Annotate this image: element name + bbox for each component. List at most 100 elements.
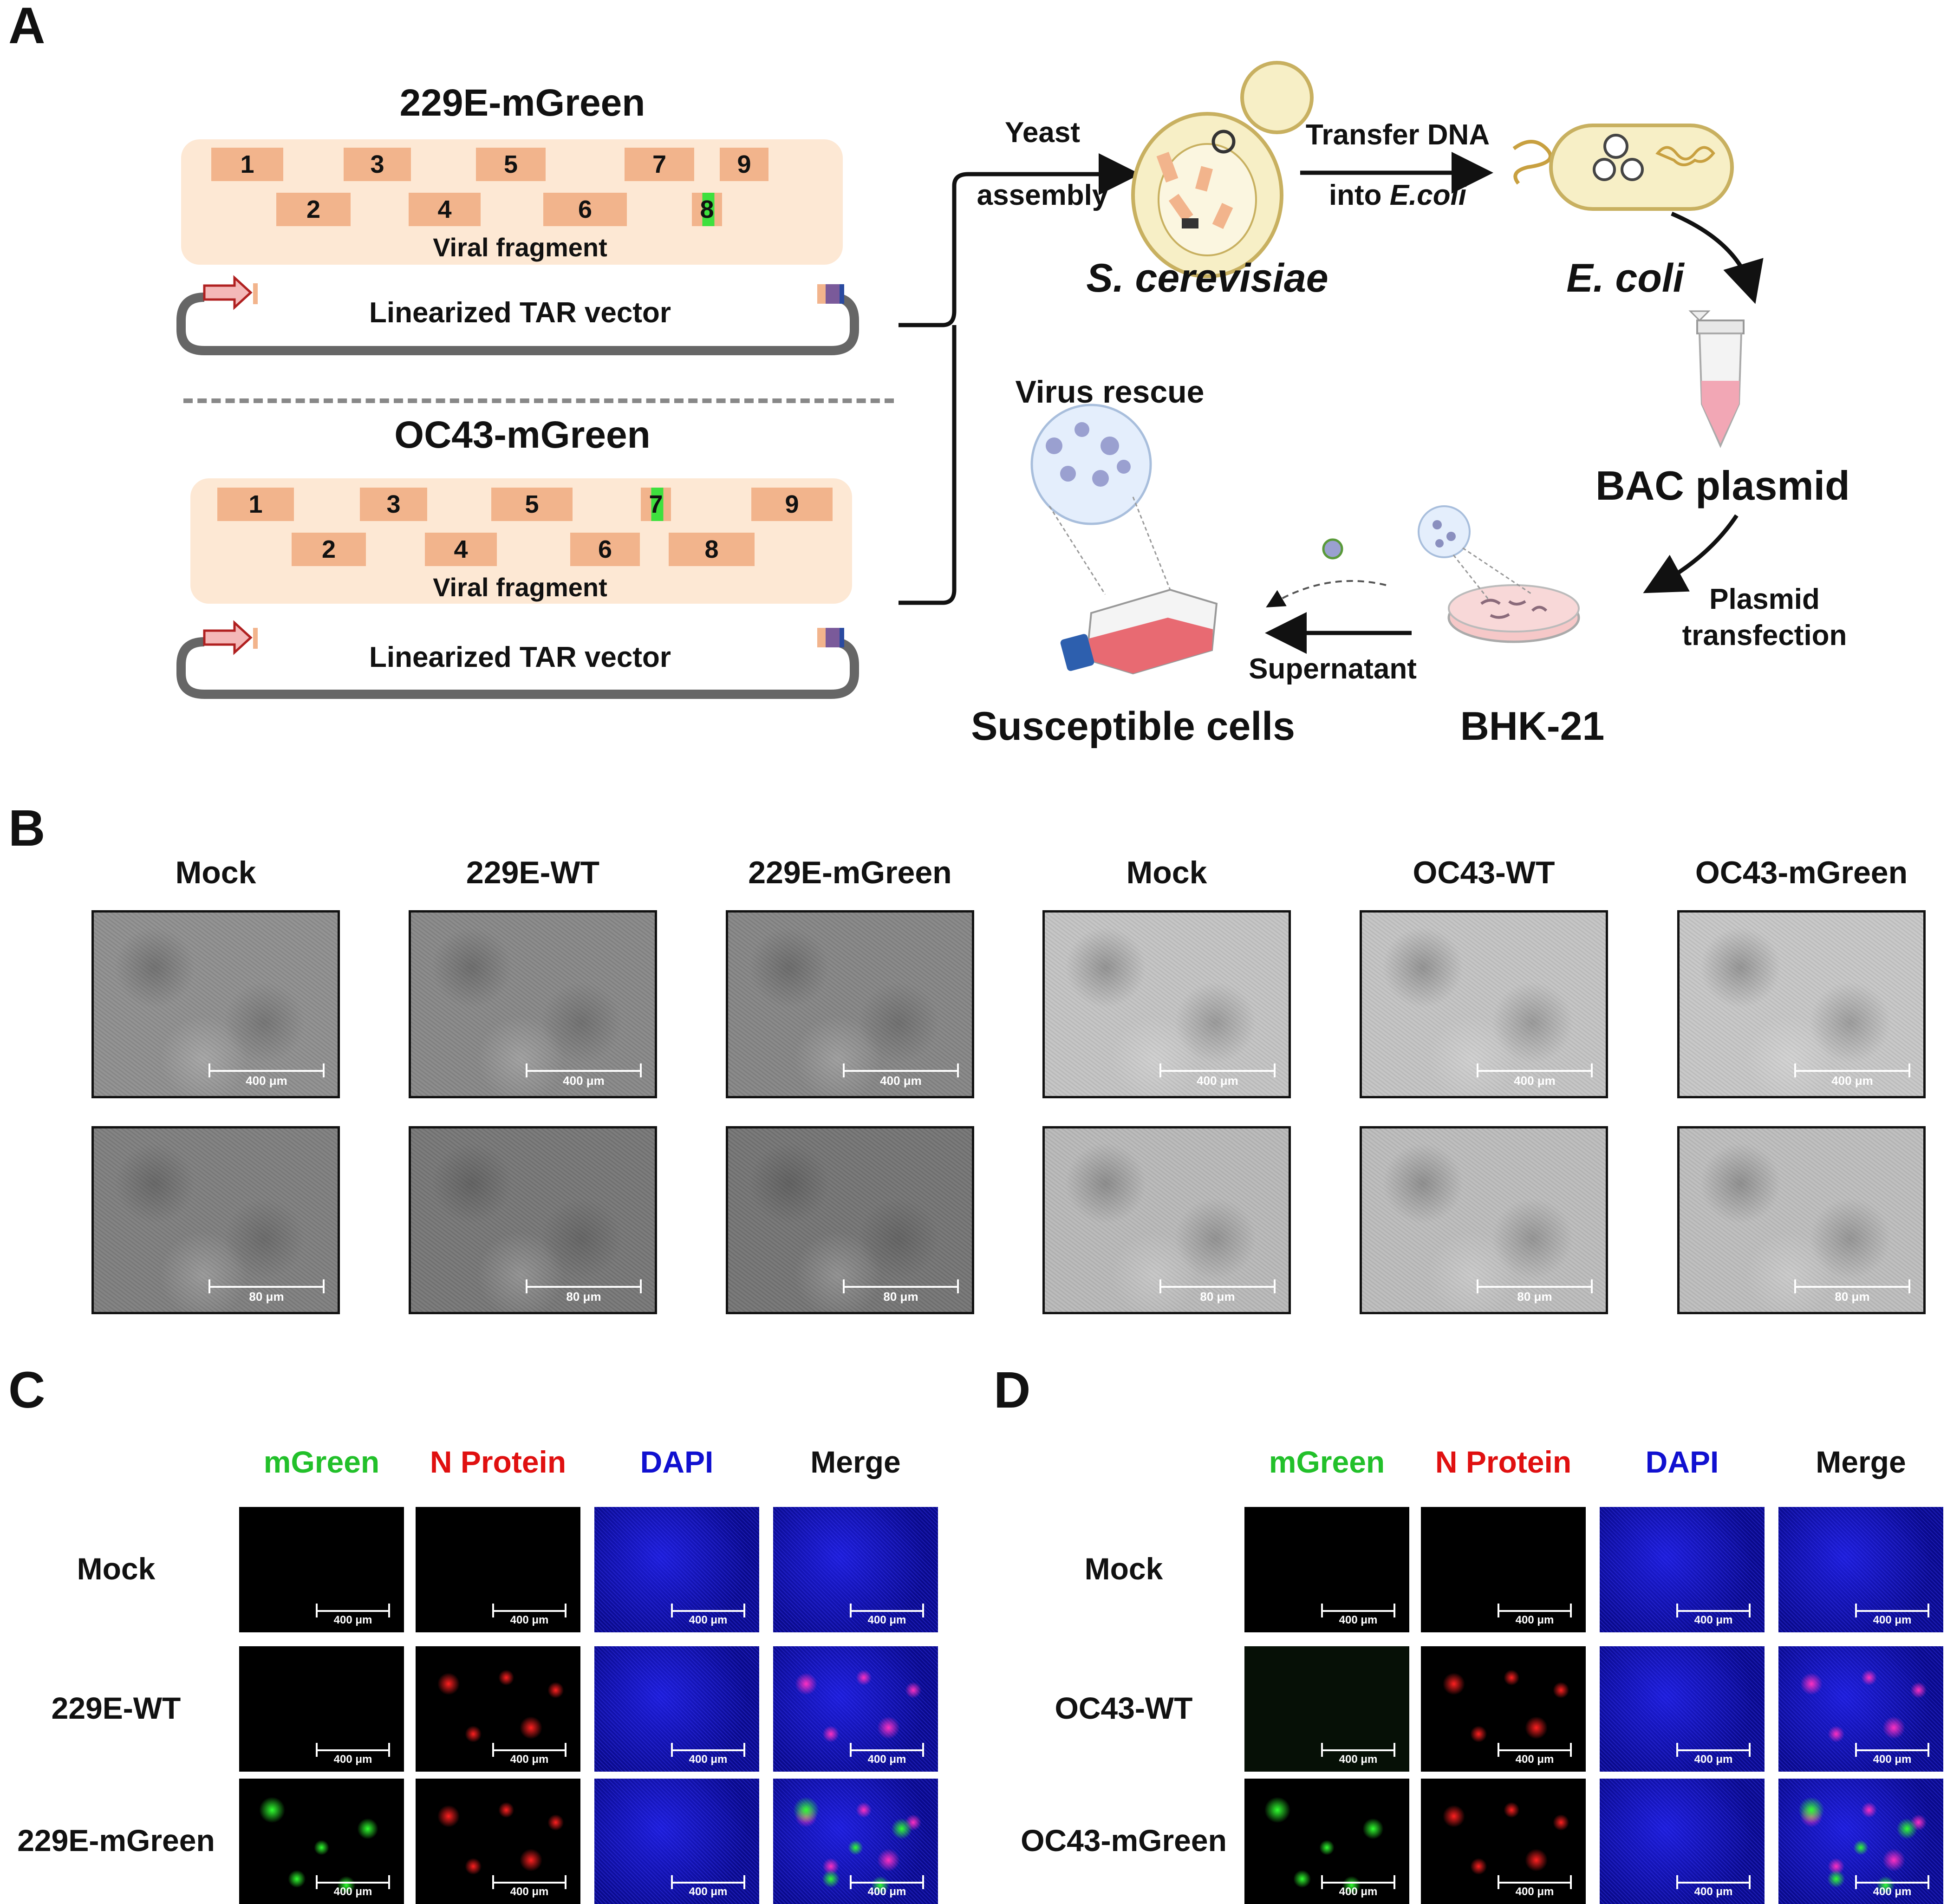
scale-bar: 400 μm [526, 1063, 642, 1088]
dapi-image: 400 μm [594, 1646, 759, 1772]
merge-image: 400 μm [1778, 1507, 1943, 1632]
construct1-vector-label: Linearized TAR vector [369, 297, 671, 329]
row-label: Mock [1084, 1552, 1163, 1586]
scale-bar: 80 μm [843, 1279, 959, 1304]
scale-bar-label: 400 μm [1694, 1614, 1733, 1626]
mgreen-image: 400 μm [239, 1646, 404, 1772]
scale-bar-label: 400 μm [333, 1885, 372, 1898]
channel-header: Merge [1816, 1445, 1906, 1479]
scale-bar: 400 μm [1855, 1743, 1929, 1766]
row-label: OC43-mGreen [1021, 1823, 1227, 1858]
scale-bar: 400 μm [671, 1875, 745, 1898]
scale-bar: 400 μm [316, 1875, 390, 1898]
scale-bar-label: 80 μm [883, 1290, 918, 1304]
n-protein-image: 400 μm [1421, 1507, 1586, 1632]
transfer-prefix: into [1328, 179, 1390, 211]
construct2-fragment-5: 5 [491, 488, 573, 521]
scale-bar: 400 μm [1321, 1604, 1395, 1626]
scale-bar: 400 μm [671, 1743, 745, 1766]
mgreen-image: 400 μm [1244, 1779, 1409, 1904]
plasmid-transfection-line2: transfection [1682, 619, 1847, 652]
scale-bar: 80 μm [208, 1279, 325, 1304]
brightfield-image-high-mag: 80 μm [91, 1126, 340, 1314]
scale-bar-label: 400 μm [880, 1074, 922, 1088]
construct2-fragment-8: 8 [669, 533, 755, 566]
construct1-fragment-label: Viral fragment [433, 233, 607, 262]
scale-bar-label: 400 μm [1831, 1074, 1873, 1088]
scale-bar-label: 400 μm [1694, 1753, 1733, 1766]
scale-bar: 400 μm [1676, 1743, 1751, 1766]
yeast-cell-icon [1131, 61, 1314, 278]
mgreen-image: 400 μm [1244, 1646, 1409, 1772]
construct2-vector-label: Linearized TAR vector [369, 641, 671, 673]
tar-vector-2-icon [176, 620, 859, 699]
construct2-fragment-2: 2 [292, 533, 366, 566]
scale-bar-label: 400 μm [867, 1753, 906, 1766]
dapi-image: 400 μm [594, 1507, 759, 1632]
construct2-fragment-1: 1 [217, 488, 294, 521]
scale-bar-label: 400 μm [1515, 1885, 1554, 1898]
dapi-image: 400 μm [594, 1779, 759, 1904]
yeast-name: S. cerevisiae [1086, 256, 1328, 300]
construct1-title: 229E-mGreen [399, 82, 645, 124]
construct2-fragment-9: 9 [751, 488, 833, 521]
plasmid-transfection-line1: Plasmid [1709, 583, 1820, 615]
yeast-assembly-line1: Yeast [1004, 117, 1081, 149]
n-protein-image: 400 μm [416, 1646, 580, 1772]
brightfield-image-low-mag: 400 μm [409, 910, 657, 1098]
panel-a-diagram [176, 61, 1764, 699]
scale-bar-label: 80 μm [1835, 1290, 1870, 1304]
brightfield-image-low-mag: 400 μm [1360, 910, 1608, 1098]
panel-label-d: D [994, 1362, 1031, 1419]
construct2-title: OC43-mGreen [394, 414, 651, 456]
dapi-image: 400 μm [1600, 1507, 1765, 1632]
brightfield-image-high-mag: 80 μm [1042, 1126, 1291, 1314]
scale-bar-label: 400 μm [1873, 1614, 1912, 1626]
brightfield-image-high-mag: 80 μm [726, 1126, 974, 1314]
scale-bar: 400 μm [1498, 1743, 1572, 1766]
construct1-fragment-6: 6 [543, 193, 627, 226]
brightfield-image-low-mag: 400 μm [1677, 910, 1926, 1098]
construct1-fragment-1: 1 [211, 148, 283, 181]
scale-bar: 80 μm [526, 1279, 642, 1304]
merge-image: 400 μm [1778, 1779, 1943, 1904]
row-label: 229E-mGreen [17, 1823, 215, 1858]
channel-header: DAPI [1645, 1445, 1719, 1479]
panel-label-c: C [8, 1362, 46, 1419]
ecoli-icon [1512, 124, 1734, 211]
transfer-dna-line2: into E.coli [1291, 179, 1504, 212]
scale-bar: 400 μm [843, 1063, 959, 1088]
scale-bar: 400 μm [492, 1743, 567, 1766]
dapi-image: 400 μm [1600, 1779, 1765, 1904]
n-protein-image: 400 μm [416, 1779, 580, 1904]
panel-label-b: B [8, 800, 46, 857]
scale-bar: 400 μm [492, 1875, 567, 1898]
channel-header: DAPI [640, 1445, 714, 1479]
scale-bar-label: 400 μm [1873, 1753, 1912, 1766]
scale-bar: 80 μm [1794, 1279, 1910, 1304]
panel-b-column-title: OC43-WT [1413, 855, 1555, 890]
scale-bar-label: 400 μm [1197, 1074, 1238, 1088]
row-label: OC43-WT [1055, 1691, 1193, 1725]
scale-bar-label: 400 μm [246, 1074, 287, 1088]
brightfield-image-low-mag: 400 μm [726, 910, 974, 1098]
scale-bar: 400 μm [1498, 1875, 1572, 1898]
bhk-dish-icon [1418, 505, 1580, 643]
channel-header: mGreen [263, 1445, 380, 1479]
scale-bar: 400 μm [1477, 1063, 1593, 1088]
mgreen-image: 400 μm [1244, 1507, 1409, 1632]
scale-bar: 400 μm [671, 1604, 745, 1626]
scale-bar-label: 400 μm [689, 1885, 728, 1898]
brightfield-image-low-mag: 400 μm [1042, 910, 1291, 1098]
construct1-fragment-4: 4 [409, 193, 481, 226]
scale-bar-label: 400 μm [1515, 1614, 1554, 1626]
panel-b-column-title: 229E-mGreen [748, 855, 952, 890]
merge-image: 400 μm [773, 1646, 938, 1772]
dashed-divider [183, 398, 894, 403]
merge-image: 400 μm [773, 1779, 938, 1904]
construct1-fragment-5: 5 [476, 148, 546, 181]
construct2-fragment-7: 7 [641, 488, 671, 521]
brightfield-image-high-mag: 80 μm [1360, 1126, 1608, 1314]
panel-b-column-title: OC43-mGreen [1695, 855, 1908, 890]
construct1-fragment-9: 9 [720, 148, 768, 181]
